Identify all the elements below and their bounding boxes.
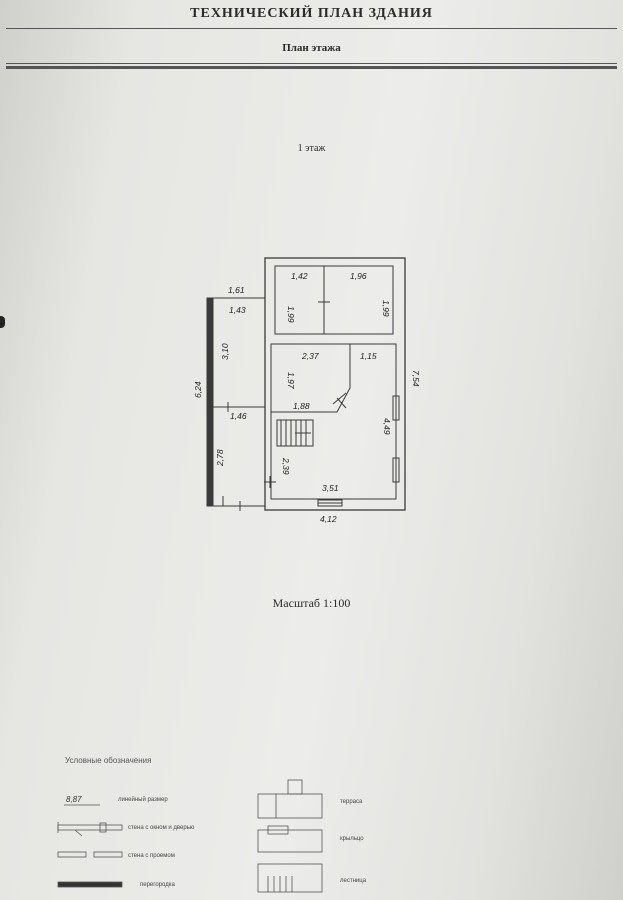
- header-divider-thin: [6, 63, 617, 64]
- main-building-outline: [264, 257, 406, 511]
- left-annex: [206, 297, 265, 511]
- dim-annex-top: 1,61: [228, 285, 245, 295]
- dim-total-height: 7,54: [411, 370, 421, 387]
- dim-room-right-height: 4,49: [382, 418, 392, 435]
- dim-annex-lower-height: 2,78: [215, 449, 225, 467]
- stairs-symbol: [276, 419, 314, 447]
- legend-linear-size: линейный размер: [118, 797, 168, 803]
- document-title: ТЕХНИЧЕСКИЙ ПЛАН ЗДАНИЯ: [190, 6, 433, 21]
- dim-room-top-right-height: 1,99: [381, 300, 391, 317]
- room-top: [274, 265, 394, 335]
- document-subtitle: План этажа: [282, 42, 341, 54]
- legend-terrace: терраса: [340, 799, 363, 805]
- dim-room-top-left-height: 1,99: [286, 306, 296, 323]
- dim-room-top-left: 1,42: [291, 271, 308, 281]
- legend-wall-opening: стена с проемом: [128, 853, 175, 859]
- legend-partition: перегородка: [140, 882, 175, 888]
- dim-room-top-right: 1,96: [350, 271, 367, 281]
- dim-annex-mid: 1,46: [230, 411, 247, 421]
- legend-stairs: лестница: [340, 878, 367, 884]
- legend-wall-window-door: стена с окном и дверью: [128, 825, 195, 831]
- room-partition: [271, 344, 351, 413]
- room-main: [270, 343, 397, 500]
- dim-annex-total-height: 6,24: [193, 381, 203, 398]
- dim-annex-inner-top: 1,43: [229, 305, 246, 315]
- dim-room-main-width: 2,37: [301, 351, 319, 361]
- header-divider-top: [6, 28, 617, 29]
- dim-room-left-height: 2,39: [281, 457, 291, 475]
- dim-annex-upper-height: 3,10: [220, 343, 230, 360]
- dim-partition-width: 1,88: [293, 401, 310, 411]
- legend-porch: крыльцо: [340, 836, 364, 842]
- binder-hole: [0, 316, 5, 328]
- dim-room-main-side: 1,15: [360, 351, 377, 361]
- floor-label: 1 этаж: [297, 143, 326, 154]
- dim-total-width: 4,12: [320, 514, 337, 524]
- scale-label: Масштаб 1:100: [272, 596, 351, 610]
- header-divider-thick: [6, 66, 617, 69]
- legend-sample-number: 8,87: [66, 795, 82, 804]
- legend-title: Условные обозначения: [65, 756, 152, 765]
- dim-room-inner-height: 1,97: [286, 372, 296, 389]
- dim-room-bottom-width: 3,51: [322, 483, 339, 493]
